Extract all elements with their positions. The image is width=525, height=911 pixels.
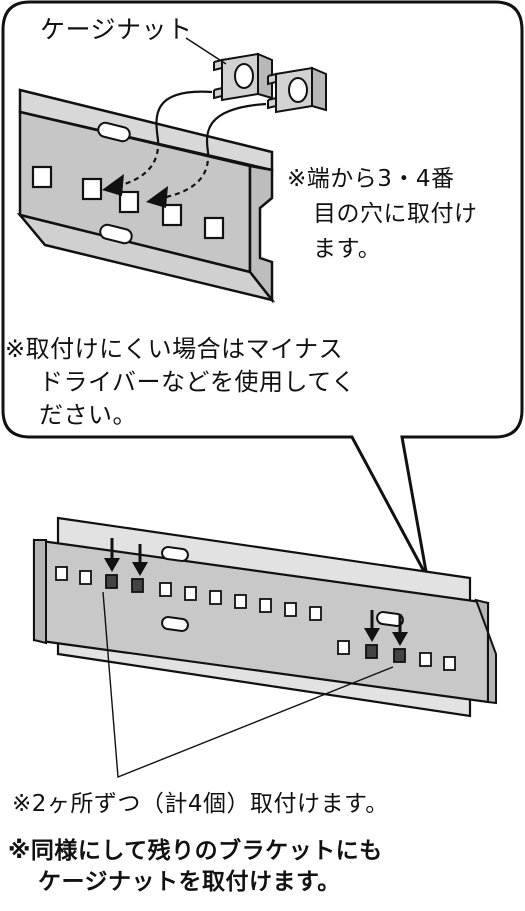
closeup-hole-2 [81, 177, 103, 201]
position-note: ※端から3・4番 目の穴に取付け ます。 [287, 162, 478, 267]
closeup-slot-bottom [99, 223, 133, 245]
cage-nut-2 [267, 66, 327, 114]
repeat-note-line1: ※同様にして残りのブラケットにも [8, 838, 383, 864]
closeup-rail [16, 88, 276, 304]
arrow-down-icon [104, 558, 120, 572]
bracket-holes [55, 566, 456, 671]
insert-path-2-dashed [161, 151, 210, 200]
arrow-down-icon [364, 628, 380, 642]
tool-note-line1: ※取付けにくい場合はマイナス [5, 335, 344, 363]
bracket-rail [32, 516, 497, 718]
closeup-hole-3 [118, 190, 140, 214]
cage-nut-label: ケージナット [40, 15, 193, 44]
cage-nut-leader [185, 37, 227, 65]
closeup-slot-top [97, 121, 131, 143]
bracket-hole-nut [105, 574, 118, 589]
position-note-line2: 目の穴に取付け [313, 201, 478, 227]
count-leader [102, 591, 394, 779]
repeat-note: ※同様にして残りのブラケットにも ケージナットを取付けます。 [8, 836, 383, 898]
bracket-end-right [474, 598, 497, 705]
bracket-slot-bottom [161, 616, 189, 632]
closeup-rail-bottom-flange [16, 212, 276, 303]
bracket-hole-nut [131, 578, 144, 593]
closeup-hole-1 [31, 165, 53, 189]
arrow-icon [102, 174, 124, 196]
arrow-icon [146, 186, 168, 208]
insert-path-1 [155, 90, 213, 141]
insert-path-2 [205, 102, 267, 153]
tool-note-line3: ださい。 [39, 401, 137, 429]
position-note-line1: ※端から3・4番 [287, 166, 455, 192]
repeat-note-line2: ケージナットを取付けます。 [38, 869, 341, 895]
tool-note: ※取付けにくい場合はマイナス ドライバーなどを使用してく ださい。 [5, 333, 356, 432]
bracket-slot-top [161, 546, 189, 562]
bracket-hole-nut [365, 644, 378, 659]
closeup-hole-4 [161, 203, 183, 227]
bracket-hole-nut [393, 648, 406, 663]
cage-nut-1 [213, 52, 273, 102]
tool-note-line2: ドライバーなどを使用してく [39, 368, 356, 396]
arrow-down-icon [392, 632, 408, 646]
arrow-down-icon [132, 562, 148, 576]
bracket-end-left [33, 539, 47, 645]
count-note: ※2ヶ所ずつ（計4個）取付けます。 [12, 791, 389, 817]
bracket-slot-right [376, 611, 404, 627]
position-note-line3: ます。 [313, 236, 382, 262]
closeup-hole-5 [203, 216, 225, 240]
down-arrows [104, 538, 408, 646]
